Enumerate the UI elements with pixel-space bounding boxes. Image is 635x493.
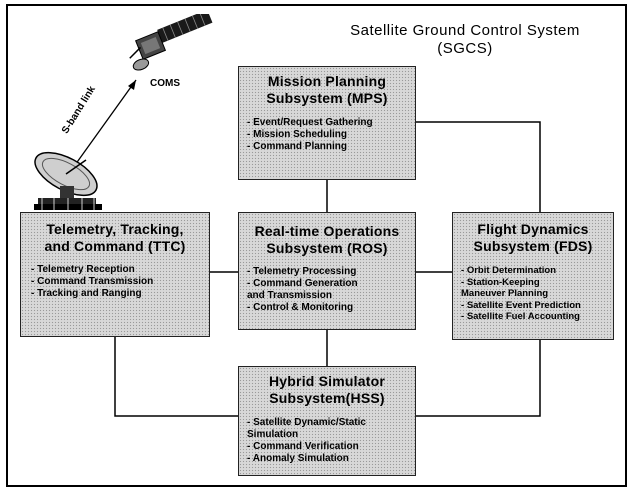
mps-title-line1: Mission Planning: [267, 73, 387, 89]
fds-title-line1: Flight Dynamics: [477, 221, 589, 237]
ttc-title-line1: Telemetry, Tracking,: [46, 221, 184, 237]
mps-title-line2: Subsystem (MPS): [266, 90, 388, 106]
mps-function-list: Event/Request Gathering Mission Scheduli…: [247, 117, 415, 153]
ros-function-item: Command Generation and Transmission: [247, 278, 415, 302]
satellite-icon: [129, 14, 213, 71]
ttc-title: Telemetry, Tracking, and Command (TTC): [21, 213, 209, 255]
fds-function-list: Orbit Determination Station-Keeping Mane…: [461, 265, 613, 323]
hss-title: Hybrid Simulator Subsystem(HSS): [239, 367, 415, 407]
connector-fds-hss: [416, 340, 541, 417]
fds-title-line2: Subsystem (FDS): [473, 238, 593, 254]
satellite-label: COMS: [150, 78, 180, 89]
arrowhead-up: [128, 80, 136, 90]
ros-title-line2: Subsystem (ROS): [266, 240, 388, 256]
ttc-function-item: Tracking and Ranging: [31, 288, 209, 300]
ttc-function-item: Telemetry Reception: [31, 264, 209, 276]
system-title-line2: (SGCS): [437, 40, 493, 57]
fds-function-item: Orbit Determination: [461, 265, 613, 277]
s-band-link-arrow: [69, 79, 137, 173]
ros-function-item: Control & Monitoring: [247, 302, 415, 314]
ttc-title-line2: and Command (TTC): [44, 238, 186, 254]
antenna-dish-icon: [34, 151, 102, 210]
ttc-function-list: Telemetry Reception Command Transmission…: [31, 264, 209, 300]
hss-function-item: Satellite Dynamic/Static Simulation: [247, 417, 415, 441]
hss-function-item: Anomaly Simulation: [247, 453, 415, 465]
system-title: Satellite Ground Control System (SGCS): [310, 22, 620, 58]
hss-title-line1: Hybrid Simulator: [269, 373, 385, 389]
ros-box: Real-time Operations Subsystem (ROS) Tel…: [238, 212, 416, 330]
mps-function-item: Command Planning: [247, 141, 415, 153]
fds-function-item: Satellite Fuel Accounting: [461, 311, 613, 323]
ros-function-list: Telemetry Processing Command Generation …: [247, 266, 415, 314]
fds-title: Flight Dynamics Subsystem (FDS): [453, 213, 613, 255]
ttc-function-item: Command Transmission: [31, 276, 209, 288]
ttc-box: Telemetry, Tracking, and Command (TTC) T…: [20, 212, 210, 337]
mps-function-item: Mission Scheduling: [247, 129, 415, 141]
mps-function-item: Event/Request Gathering: [247, 117, 415, 129]
system-title-line1: Satellite Ground Control System: [350, 22, 580, 39]
diagram-frame: [6, 4, 627, 487]
ros-function-item: Telemetry Processing: [247, 266, 415, 278]
connector-mps-fds: [416, 121, 541, 212]
hss-function-list: Satellite Dynamic/Static Simulation Comm…: [247, 417, 415, 465]
hss-title-line2: Subsystem(HSS): [269, 390, 385, 406]
fds-function-item: Satellite Event Prediction: [461, 300, 613, 312]
hss-box: Hybrid Simulator Subsystem(HSS) Satellit…: [238, 366, 416, 476]
connector-ttc-hss: [114, 337, 238, 417]
ros-title: Real-time Operations Subsystem (ROS): [239, 213, 415, 257]
fds-function-item: Station-Keeping Maneuver Planning: [461, 277, 613, 300]
ros-title-line1: Real-time Operations: [254, 223, 400, 239]
mps-box: Mission Planning Subsystem (MPS) Event/R…: [238, 66, 416, 180]
fds-box: Flight Dynamics Subsystem (FDS) Orbit De…: [452, 212, 614, 340]
mps-title: Mission Planning Subsystem (MPS): [239, 67, 415, 107]
hss-function-item: Command Verification: [247, 441, 415, 453]
